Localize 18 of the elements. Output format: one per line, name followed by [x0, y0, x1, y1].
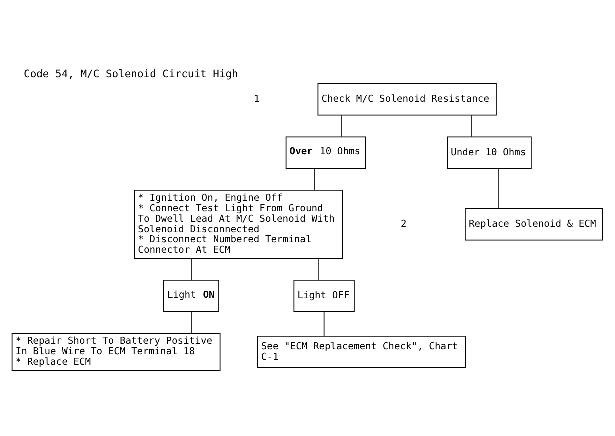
label: 2	[400, 219, 407, 230]
node-box: Check M/C Solenoid Resistance	[318, 83, 497, 116]
node-box: See "ECM Replacement Check", Chart C-1	[257, 336, 466, 368]
diagram-title: Code 54, M/C Solenoid Circuit High	[24, 68, 238, 80]
node-box: Light OFF	[294, 280, 355, 312]
connector	[314, 168, 315, 191]
node-box: * Ignition On, Engine Off * Connect Test Light From Ground To Dwell Lead At M/C Solenoid With Solenoid Disconnected * Disconnect Numbered Terminal Connector At ECM	[134, 190, 344, 260]
node-box: * Repair Short To Battery Positive In Blue Wire To ECM Terminal 18 * Replace ECM	[12, 333, 221, 371]
connector	[191, 258, 192, 281]
node-box: Replace Solenoid & ECM	[465, 208, 604, 241]
connector	[324, 312, 325, 336]
connector	[498, 168, 499, 210]
node-box: Under 10 Ohms	[447, 136, 532, 170]
connector	[191, 312, 192, 334]
label: 1	[254, 94, 260, 106]
connector	[318, 258, 319, 281]
node-box: Light ON	[164, 280, 220, 312]
node-box: Over 10 Ohms	[286, 136, 366, 170]
